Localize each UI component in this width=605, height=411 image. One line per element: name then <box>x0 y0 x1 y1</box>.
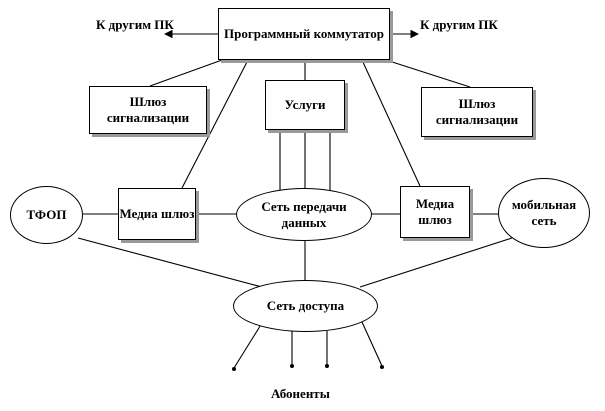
subscribers-label: Абоненты <box>271 386 330 401</box>
media-gateway-right-box: Медиа шлюз <box>400 186 470 238</box>
link-softswitch-mgw-left <box>181 59 249 189</box>
softswitch-label: Программный коммутатор <box>224 26 384 41</box>
link-softswitch-mgw-right <box>361 59 421 187</box>
pstn-label: ТФОП <box>26 207 67 222</box>
softswitch-box: Программный коммутатор <box>218 8 390 60</box>
data-network-oval: Сеть передачи данных <box>236 188 372 241</box>
signaling-gateway-right-label: Шлюз сигнализации <box>435 96 519 127</box>
link-mobile-access <box>359 237 513 288</box>
signaling-gateway-left-box: Шлюз сигнализации <box>89 86 207 134</box>
link-softswitch-sgw-right <box>385 59 471 88</box>
link-softswitch-sgw-left <box>149 59 223 87</box>
services-label: Услуги <box>284 97 326 112</box>
subscriber-terminal-4 <box>380 365 384 369</box>
signaling-gateway-right-box: Шлюз сигнализации <box>421 87 533 137</box>
pstn-oval: ТФОП <box>10 186 83 244</box>
subscriber-terminal-3 <box>325 364 329 368</box>
services-box: Услуги <box>265 80 345 130</box>
data-network-label: Сеть передачи данных <box>261 198 347 230</box>
to-other-pc-right-label: К другим ПК <box>420 17 498 32</box>
link-access-subscriber-1 <box>233 322 263 369</box>
mobile-network-label: мобильная сеть <box>511 197 577 228</box>
link-pstn-access <box>77 237 263 288</box>
link-access-subscriber-4 <box>361 321 383 367</box>
access-network-oval: Сеть доступа <box>233 280 378 332</box>
to-other-pc-left-label: К другим ПК <box>96 17 174 32</box>
media-gateway-right-label: Медиа шлюз <box>415 196 455 227</box>
media-gateway-left-box: Медиа шлюз <box>118 188 196 240</box>
subscriber-terminal-2 <box>290 364 294 368</box>
access-network-label: Сеть доступа <box>266 298 345 313</box>
signaling-gateway-left-label: Шлюз сигнализации <box>106 94 190 125</box>
mobile-network-oval: мобильная сеть <box>498 178 590 248</box>
media-gateway-left-label: Медиа шлюз <box>119 206 195 221</box>
subscriber-terminal-1 <box>232 367 236 371</box>
